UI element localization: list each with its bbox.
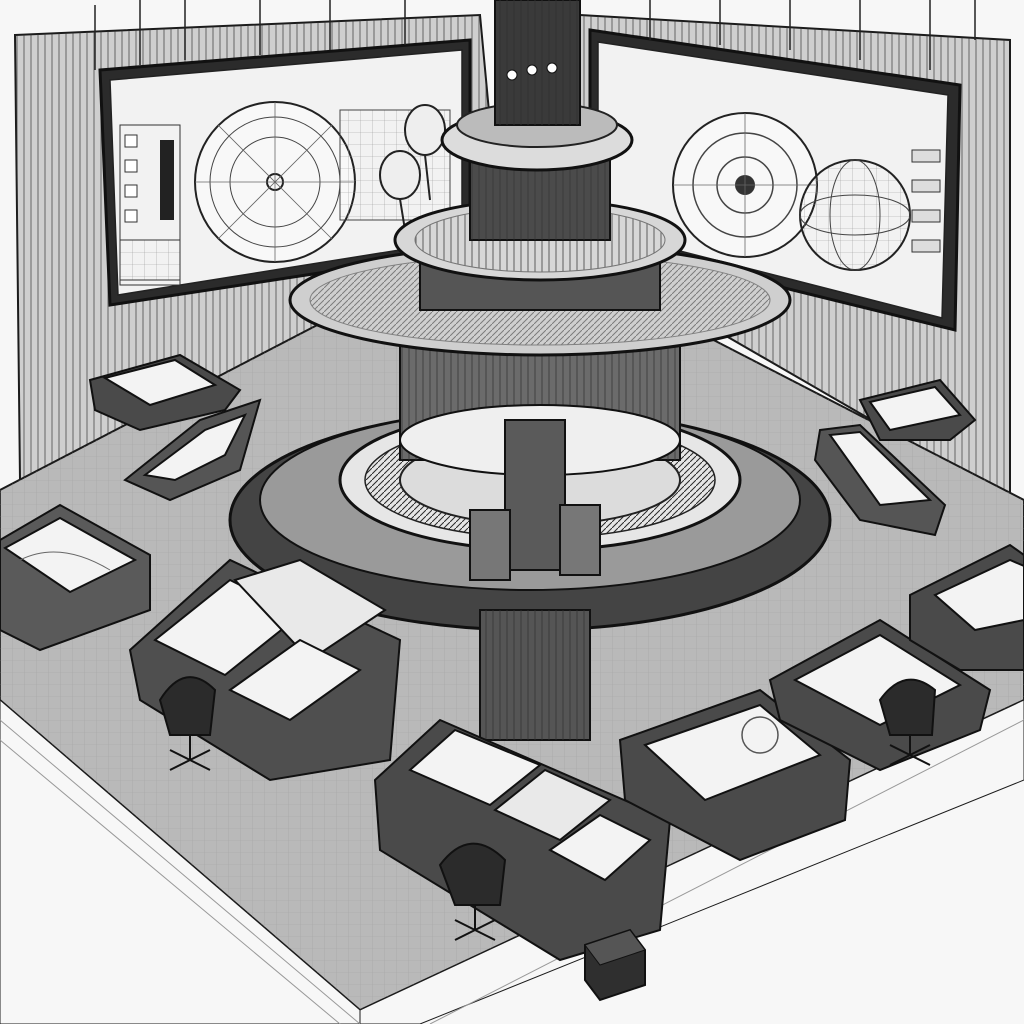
right-screen-globe bbox=[799, 159, 911, 271]
right-screen-dial bbox=[672, 112, 818, 258]
left-screen-dial bbox=[194, 101, 356, 263]
left-wall-display bbox=[98, 38, 472, 307]
supply-crate bbox=[584, 928, 646, 1002]
right-screen-bars bbox=[911, 149, 941, 253]
operator-chair bbox=[158, 676, 937, 941]
central-reactor-core bbox=[228, 0, 832, 741]
control-console bbox=[0, 353, 1024, 962]
overhead-cables bbox=[94, 0, 976, 70]
radar-dish-icon bbox=[379, 104, 446, 231]
left-screen-list bbox=[119, 124, 181, 286]
